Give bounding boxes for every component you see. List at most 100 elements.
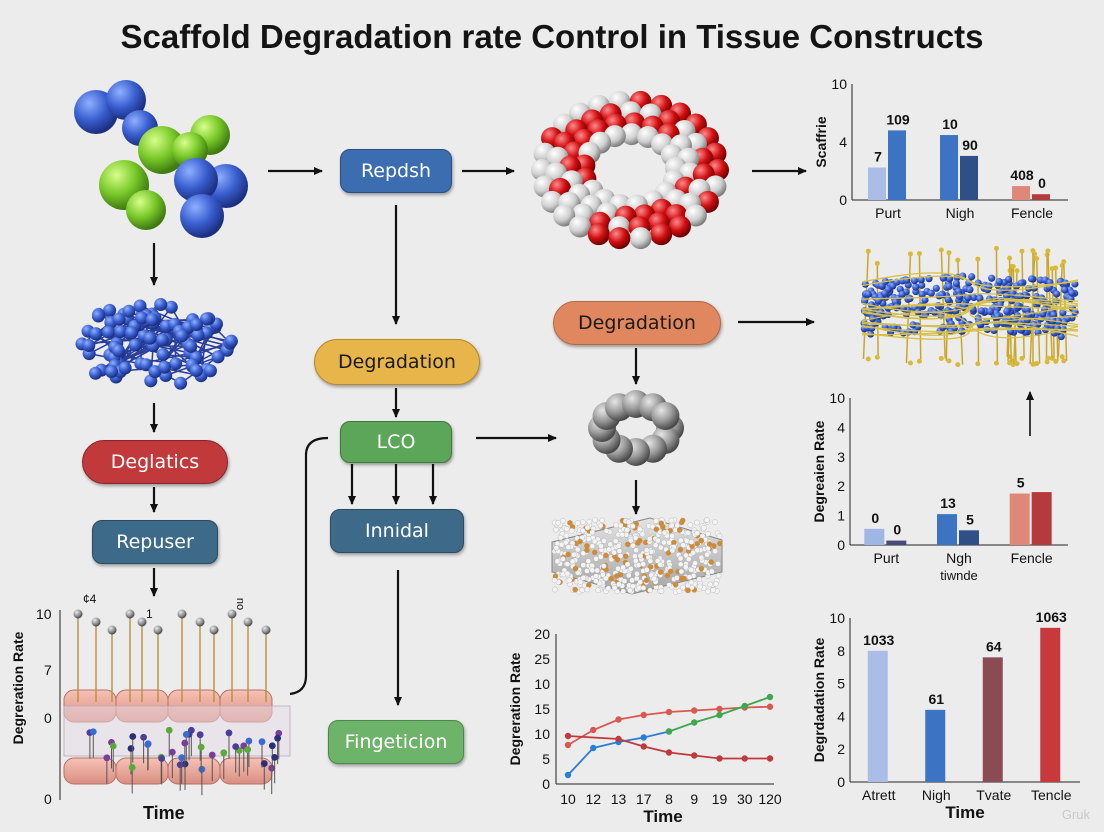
innidal-node: Innidal [330,509,464,553]
cell-xlabel: Time [143,803,185,823]
y-axis-title: Scaffrie [813,116,829,168]
y-tick-label: 4 [839,134,847,150]
series-point [691,707,698,714]
bar [867,650,888,782]
y-tick-label: 0 [839,192,847,208]
series-point [564,771,572,779]
series-point [766,703,774,710]
x-tick-label: Nigh [922,787,951,803]
molecule-blue-green-icon [74,80,248,238]
bar [888,130,906,200]
cell-top-label-1: 1 [146,607,153,621]
series-point [640,734,647,741]
y-tick-label: 2 [837,741,845,757]
cell-tick-1: 7 [44,662,52,678]
y-tick-label: 0 [837,537,845,553]
cell-top-label-2: no [234,597,247,611]
cell-tick-3: 0 [44,791,52,807]
series-point [615,735,622,743]
series-point [590,726,597,734]
y-tick-label: 0 [542,776,550,792]
bar [982,657,1003,782]
fingeticion-node: Fingeticion [328,720,464,764]
x-tick-label: Tvate [976,787,1011,803]
y-tick-label: 5 [837,676,845,692]
y-tick-label: 0 [837,774,845,790]
series-point [564,741,572,749]
x-axis-title: Time [643,807,682,826]
x-tick-label: 8 [665,791,673,807]
series-point [691,752,698,759]
series-point [640,743,647,750]
bar-value-label: 408 [1010,167,1034,183]
bar [937,514,957,545]
bar [864,528,885,545]
x-tick-label: Purt [873,550,899,566]
bar [1032,194,1050,200]
bar-value-label: 5 [1017,475,1025,491]
bar-value-label: 0 [1038,175,1046,191]
cell-tick-2: 0 [44,710,52,726]
x-axis-title: Time [945,803,984,822]
series-point [766,693,774,701]
series-point [741,755,748,762]
bar-value-label: 1033 [863,632,894,648]
cell-top-label-0: ¢4 [83,592,97,606]
y-tick-label: 1 [837,508,845,524]
bar [1009,493,1030,545]
bar [1012,186,1030,200]
x-tick-label: Atrett [862,787,896,803]
y-tick-label: 5 [542,751,550,767]
x-tick-label: 10 [560,791,576,807]
series-point [691,719,698,726]
x-tick-label: 19 [712,791,728,807]
y-tick-label: 25 [534,651,550,667]
bar-value-label: 90 [962,137,978,153]
cell-ylabel: Degreration Rate [10,631,26,745]
bar-value-label: 64 [986,638,1002,654]
repdsh-node: Repdsh [340,149,452,193]
series-point [665,708,673,716]
bar [959,530,979,545]
bar [940,135,958,200]
y-tick-label: 2 [837,478,845,494]
bar [960,155,978,200]
y-tick-label: 20 [534,626,550,642]
grey-ring-icon [588,390,684,466]
series-point [741,702,748,710]
series-point [716,711,723,719]
bar [868,167,886,200]
bar-value-label: 13 [940,495,956,511]
series-point [766,755,774,762]
series-point [665,728,673,735]
series-point [716,755,723,762]
y-tick-label: 10 [829,390,845,406]
x-sub-label: tiwnde [940,568,978,583]
degradation-node-mid: Degradation [314,339,480,385]
x-tick-label: 120 [758,791,782,807]
y-axis-title: Degreaien Rate [811,420,827,522]
bar [925,709,946,782]
blue-bead-cluster-icon [75,298,238,390]
series-point [665,749,673,756]
degradation-node-right: Degradation [553,301,721,345]
x-tick-label: Fencle [1011,550,1053,566]
series-point [640,711,647,719]
x-tick-label: Nigh [946,205,975,221]
x-tick-label: 30 [737,791,753,807]
y-tick-label: 4 [837,708,845,724]
series-point [590,744,597,752]
porous-block-icon [551,517,723,595]
bar [1040,627,1061,782]
bar-value-label: 5 [966,511,974,527]
x-tick-label: Purt [875,205,901,221]
page-title: Scaffold Degradation rate Control in Tis… [120,18,984,55]
y-tick-label: 8 [837,643,845,659]
cell-tick-0: 10 [36,606,52,622]
